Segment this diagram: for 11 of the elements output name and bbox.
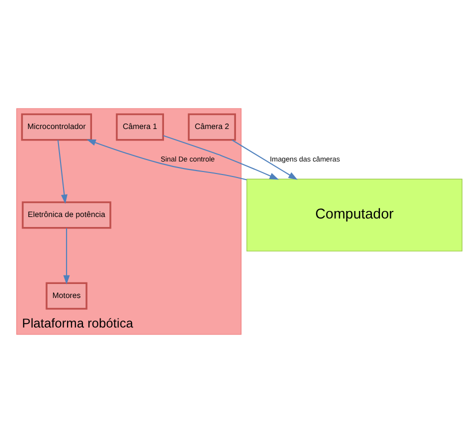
- arrow: [232, 140, 298, 180]
- node-box: Computador: [246, 178, 462, 252]
- arrow: [86, 139, 247, 180]
- node-box: Câmera 2: [188, 113, 236, 141]
- arrow: [63, 228, 70, 285]
- arrow: [57, 140, 68, 204]
- node-box: Eletrônica de potência: [22, 201, 112, 229]
- node-box: Microcontrolador: [21, 113, 92, 141]
- node-box: Motores: [46, 282, 88, 310]
- arrow: [163, 135, 279, 180]
- node-box: Câmera 1: [116, 113, 164, 141]
